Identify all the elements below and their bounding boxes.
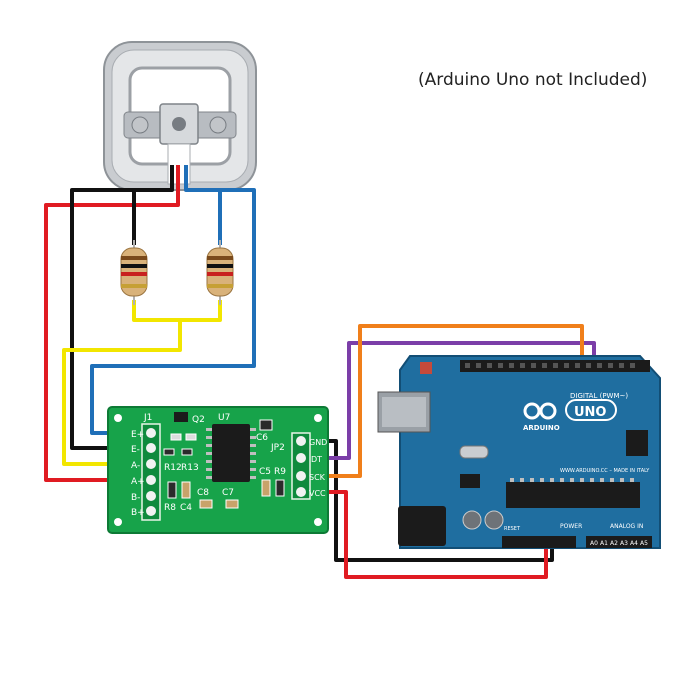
pin-label-b-minus: B-	[131, 493, 140, 503]
pin-label-dt: DT	[311, 455, 322, 464]
power-header	[502, 536, 576, 548]
website-label: WWW.ARDUINO.CC – MADE IN ITALY	[560, 468, 650, 474]
label-u7: U7	[218, 413, 230, 423]
wire-black-load-cell	[70, 165, 174, 450]
wire-purple-dt	[316, 341, 596, 460]
arduino-brand: ARDUINO	[523, 424, 560, 432]
label-q2: Q2	[192, 415, 205, 425]
pin-label-vcc: VCC	[309, 489, 326, 498]
label-r8: R8	[164, 503, 176, 513]
analog-label: ANALOG IN	[610, 523, 643, 530]
wire-black-gnd	[316, 439, 554, 562]
label-r13: R13	[181, 463, 199, 473]
wire-yellow-main	[62, 320, 182, 466]
pin-label-a-minus: A-	[131, 461, 140, 471]
digital-label: DIGITAL (PWM~)	[570, 392, 628, 400]
hx711-left-pins	[146, 428, 156, 516]
pin-label-e-plus: E+	[131, 430, 144, 440]
analog-pin-a2: A2	[610, 540, 618, 547]
pin-label-gnd: GND	[309, 438, 327, 447]
wires	[44, 165, 596, 579]
arduino-not-included-note: (Arduino Uno not Included)	[418, 70, 648, 90]
load-cell	[103, 41, 257, 191]
label-jp2: JP2	[270, 443, 285, 453]
wire-red-load-cell	[44, 165, 180, 482]
pin-label-a-plus: A+	[131, 477, 145, 487]
label-c5: C5	[259, 467, 271, 477]
label-c6: C6	[256, 433, 268, 443]
power-jack	[398, 506, 446, 546]
wire-yellow	[132, 300, 222, 322]
uno-label: UNO	[574, 405, 607, 420]
analog-pin-a4: A4	[630, 540, 638, 547]
analog-pin-a1: A1	[600, 540, 608, 547]
label-c7: C7	[222, 488, 234, 498]
power-label: POWER	[560, 523, 582, 530]
hx711-chip	[212, 424, 250, 482]
analog-header	[586, 536, 652, 548]
resistor-2	[206, 240, 234, 305]
resistor-1	[120, 240, 148, 305]
label-c8: C8	[197, 488, 209, 498]
pin-label-e-minus: E-	[131, 445, 140, 455]
analog-pin-a0: A0	[590, 540, 598, 547]
wire-orange-sck	[316, 324, 584, 478]
label-c4: C4	[180, 503, 192, 513]
pin-label-sck: SCK	[309, 473, 326, 482]
hx711-board: E+ E- A- A+ B- B+ GND DT SCK VCC J1 Q2 U…	[107, 406, 329, 534]
label-r12: R12	[164, 463, 182, 473]
wire-red-vcc	[316, 490, 548, 579]
arduino-logo	[523, 402, 557, 420]
pin-label-b-plus: B+	[131, 508, 145, 518]
reset-label: RESET	[504, 526, 521, 532]
wire-blue-load-cell	[90, 165, 256, 435]
analog-pin-a5: A5	[640, 540, 648, 547]
analog-pin-a3: A3	[620, 540, 628, 547]
label-j1: J1	[143, 413, 152, 423]
hx711-right-pins	[296, 436, 306, 497]
arduino-uno: DIGITAL (PWM~) ARDUINO UNO WWW.ARDUINO.C…	[377, 355, 661, 549]
label-r9: R9	[274, 467, 286, 477]
